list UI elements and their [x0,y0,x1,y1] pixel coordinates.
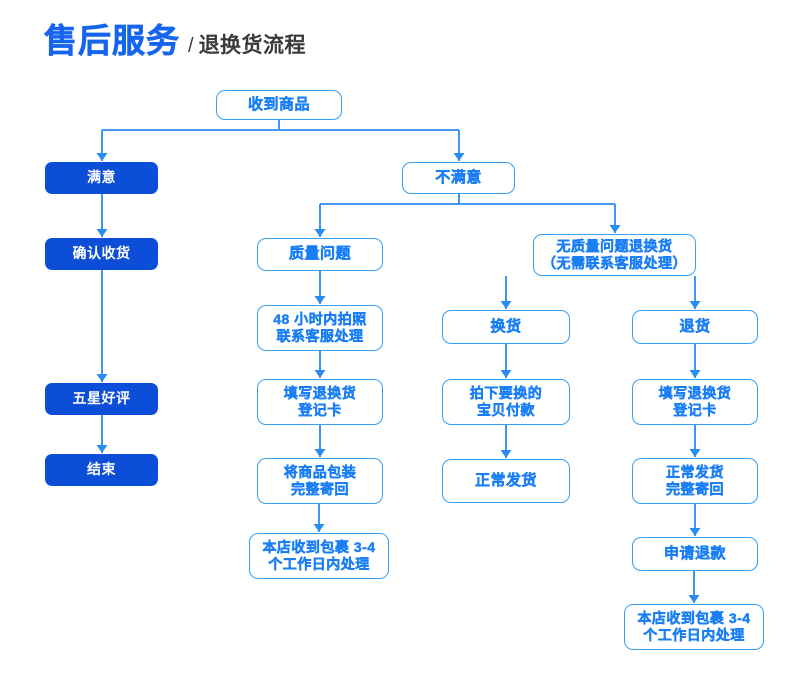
page-title-main: 售后服务 [44,22,180,60]
flow-node-label: 确认收货 [72,245,131,262]
flow-node-label: 本店收到包裹 3-4 [637,609,751,626]
flow-node-label: 结束 [87,461,116,478]
flow-node-form1[interactable]: 填写退换货登记卡 [257,379,383,425]
flow-node-fivestar[interactable]: 五星好评 [45,383,158,415]
flow-node-label: 48 小时内拍照 [273,310,367,327]
flow-node-label: 填写退换货 [283,384,357,401]
flow-node-label: 正常发货 [474,471,537,489]
flow-node-label: 登记卡 [673,402,717,418]
flow-node-label: 正常发货 [666,463,724,480]
connector-arrowhead [689,449,701,457]
flow-node-label: 将商品包装 [283,463,357,480]
flow-node-label: 换货 [490,317,522,335]
connector-arrowhead [96,229,108,237]
connector-arrowhead [96,445,108,453]
flow-node-label: 填写退换货 [658,384,732,401]
flow-node-label: 质量问题 [288,245,351,263]
flow-node-label: 完整寄回 [666,481,724,497]
flow-node-label: 个工作日内处理 [268,556,370,572]
flow-node-satisfied[interactable]: 满意 [45,162,158,194]
connector-arrowhead [96,153,108,161]
flow-node-quality[interactable]: 质量问题 [257,238,383,271]
flow-node-exchange[interactable]: 换货 [442,310,570,344]
connector-arrowhead [96,374,108,382]
connector-arrowhead [500,301,512,309]
flow-node-label: 收到商品 [247,95,310,113]
flow-node-unsatisfied[interactable]: 不满意 [402,162,515,194]
connector-arrowhead [500,450,512,458]
flow-node-refund[interactable]: 申请退款 [632,537,758,571]
page-title-sub: 退换货流程 [198,34,307,57]
flow-node-confirm[interactable]: 确认收货 [45,238,158,270]
connector-arrowhead [314,229,326,237]
flow-node-48h[interactable]: 48 小时内拍照联系客服处理 [257,305,383,351]
page-header: 售后服务 / 退换货流程 [44,14,306,62]
connector-arrowhead [609,225,621,233]
connector-arrowhead [314,449,326,457]
flow-node-label: 五星好评 [72,390,131,407]
flow-node-label: 申请退款 [663,544,726,562]
flow-node-label: 宝贝付款 [477,402,535,418]
flow-node-label: 满意 [87,169,116,186]
flow-node-label: 联系客服处理 [276,328,364,344]
flow-node-label: 不满意 [435,168,482,186]
connector-arrowhead [314,370,326,378]
title-separator: / [188,35,194,57]
connector-arrowhead [313,524,325,532]
flow-node-label: 无质量问题退换货 [556,237,673,254]
flow-node-normalship[interactable]: 正常发货 [442,459,570,503]
flow-node-label: 拍下要换的 [469,384,543,401]
flow-node-shipback[interactable]: 正常发货完整寄回 [632,458,758,504]
flow-node-label: 完整寄回 [291,481,349,497]
flow-node-received[interactable]: 收到商品 [216,90,342,120]
flow-node-label: 本店收到包裹 3-4 [262,538,376,555]
flow-node-label: 退货 [679,317,711,335]
connector-arrowhead [453,153,465,161]
flow-node-label: （无需联系客服处理） [542,255,687,271]
flow-node-label: 登记卡 [298,402,342,418]
flow-node-end[interactable]: 结束 [45,454,158,486]
flow-node-paynew[interactable]: 拍下要换的宝贝付款 [442,379,570,425]
connector-arrowhead [314,296,326,304]
flow-node-form2[interactable]: 填写退换货登记卡 [632,379,758,425]
flow-node-packback[interactable]: 将商品包装完整寄回 [257,458,383,504]
flow-node-noquality[interactable]: 无质量问题退换货（无需联系客服处理） [533,234,696,276]
connector-arrowhead [689,370,701,378]
connector-arrowhead [689,528,701,536]
connector-arrowhead [688,595,700,603]
flow-node-return[interactable]: 退货 [632,310,758,344]
flow-node-label: 个工作日内处理 [643,627,745,643]
connector-arrowhead [689,301,701,309]
connector-arrowhead [500,370,512,378]
